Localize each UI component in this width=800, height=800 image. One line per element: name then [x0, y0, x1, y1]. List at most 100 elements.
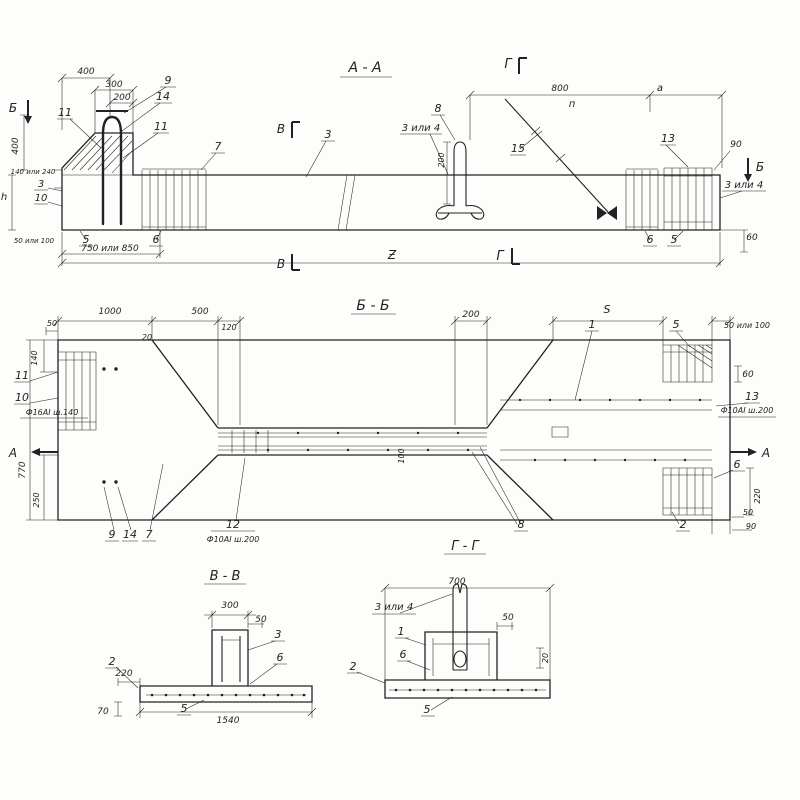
- callout-3-vv: 3: [275, 628, 282, 641]
- gg-stem-stirrups: [432, 638, 490, 676]
- callout-3or4-aa: 3 или 4: [402, 123, 440, 134]
- dim-750or850: 750 или 850: [81, 244, 139, 254]
- callout-2-gg: 2: [350, 660, 357, 673]
- aa-weld-bowtie-right: [607, 206, 617, 220]
- aa-right-stirrup-grid: [625, 168, 659, 230]
- gg-callout-shelves: [347, 553, 486, 717]
- gg-dimension-lines: [380, 583, 555, 680]
- note-f10-bb-right: Ф10АI ш.200: [721, 406, 774, 415]
- dim-1540-vv: 1540: [217, 716, 240, 726]
- aa-diagonal-brace-15: [504, 98, 609, 213]
- bb-callout-shelves: [14, 313, 776, 542]
- callout-6-gg: 6: [400, 648, 407, 661]
- dim-400-top: 400: [77, 67, 94, 77]
- callout-6-vv: 6: [277, 651, 284, 664]
- callout-13-bb: 13: [745, 390, 759, 403]
- callout-11b-aa: 11: [154, 120, 168, 133]
- aa-callout-shelves: [34, 76, 766, 247]
- aa-break-mark: [337, 174, 356, 231]
- marker-a-left-label: А: [8, 446, 17, 460]
- gg-anchor-eye-loop: [453, 650, 467, 668]
- callout-11a-aa: 11: [58, 106, 72, 119]
- vv-tee-outline: [139, 629, 313, 703]
- callout-10-bb: 10: [15, 391, 29, 404]
- callout-6-aa-right: 6: [647, 233, 654, 246]
- callout-6-aa-left: 6: [153, 233, 160, 246]
- note-f10-bb-bottom: Ф10АI ш.200: [207, 535, 260, 544]
- marker-g-top-label: Г: [504, 57, 513, 72]
- dim-s-bb: S: [604, 303, 611, 316]
- dim-100-bb: 100: [397, 448, 406, 463]
- callout-2-vv: 2: [109, 655, 116, 668]
- view-aa-geometry: [8, 57, 766, 271]
- dim-140-bb: 140: [30, 350, 39, 365]
- callout-10-left: 10: [35, 193, 48, 204]
- bb-outline: [57, 339, 731, 521]
- dim-50-gg: 50: [502, 613, 514, 623]
- callout-5-gg: 5: [424, 703, 431, 716]
- marker-v-top-label: В: [277, 122, 285, 136]
- dim-60-aa: 60: [746, 233, 758, 243]
- vv-stem-rebar: [221, 636, 241, 682]
- dim-90-bb-right: 90: [746, 522, 756, 531]
- dim-50-bb-right: 50: [743, 508, 753, 517]
- dim-770-bb: 770: [18, 461, 28, 478]
- callout-11-bb: 11: [15, 369, 29, 382]
- marker-v-bottom-label: В: [277, 257, 285, 271]
- dim-700-gg: 700: [448, 577, 465, 587]
- callout-5-bb: 5: [673, 318, 680, 331]
- marker-g-bottom-label: Г: [496, 249, 505, 264]
- callout-14-bb: 14: [123, 528, 137, 541]
- callout-8-aa: 8: [435, 102, 442, 115]
- callout-7-bb: 7: [146, 528, 153, 541]
- label-3or4-right: 3 или 4: [725, 180, 763, 191]
- vv-callout-leaders: [115, 640, 278, 710]
- dim-50or100-aa: 50 или 100: [14, 237, 55, 245]
- bb-right-rebar-item1: [500, 399, 712, 461]
- dim-120-bb: 120: [221, 323, 236, 332]
- dim-20-bb: 20: [142, 333, 152, 342]
- bb-right-top-mesh: [662, 344, 713, 383]
- callout-8-bb: 8: [518, 518, 525, 531]
- bb-neck-rebar: [218, 430, 487, 453]
- callout-5-vv: 5: [181, 702, 188, 715]
- bb-right-bottom-mesh: [662, 467, 713, 516]
- aa-diagonal-ticks: [530, 126, 566, 163]
- aa-end-mesh-grid: [663, 167, 713, 230]
- dim-300-top: 300: [105, 80, 122, 90]
- bb-marker-a-right-arrow: [748, 448, 757, 456]
- dim-400-left: 400: [11, 137, 21, 154]
- dim-60-bb: 60: [742, 370, 754, 380]
- dim-220-bb: 220: [753, 488, 762, 503]
- callout-13-aa: 13: [661, 132, 675, 145]
- section-title-bb: Б - Б: [356, 298, 389, 314]
- callout-2-bb: 2: [680, 518, 687, 531]
- dim-a-aa: а: [657, 83, 663, 94]
- dim-90-aa: 90: [730, 140, 742, 150]
- aa-section-marker-ticks: [27, 57, 749, 271]
- callout-5-aa-right: 5: [671, 233, 678, 246]
- note-f16-bb: Ф16АI ш.140: [26, 408, 79, 417]
- gg-outline: [384, 631, 551, 699]
- bb-left-mesh-grid: [58, 351, 97, 431]
- callout-3-aa: 3: [325, 128, 332, 141]
- dim-300-vv: 300: [221, 601, 238, 611]
- aa-beam-outline: [61, 132, 721, 231]
- bb-callout-leaders: [29, 330, 749, 531]
- dim-length: Ƶ: [387, 248, 397, 262]
- dim-200-top: 200: [113, 93, 130, 103]
- callout-1-gg: 1: [398, 625, 405, 638]
- aa-dimension-lines: [8, 73, 748, 268]
- bb-dimension-lines: [26, 316, 754, 534]
- section-title-gg: Г - Г: [451, 539, 480, 554]
- callout-14-aa: 14: [156, 90, 170, 103]
- dim-h-left: h: [1, 192, 7, 203]
- callout-9-bb: 9: [109, 528, 116, 541]
- dim-1000-bb: 1000: [99, 307, 122, 317]
- callout-12-bb: 12: [226, 518, 240, 531]
- callout-9-aa: 9: [165, 74, 172, 87]
- callout-3or4-gg: 3 или 4: [375, 602, 413, 613]
- callout-15-aa: 15: [511, 142, 525, 155]
